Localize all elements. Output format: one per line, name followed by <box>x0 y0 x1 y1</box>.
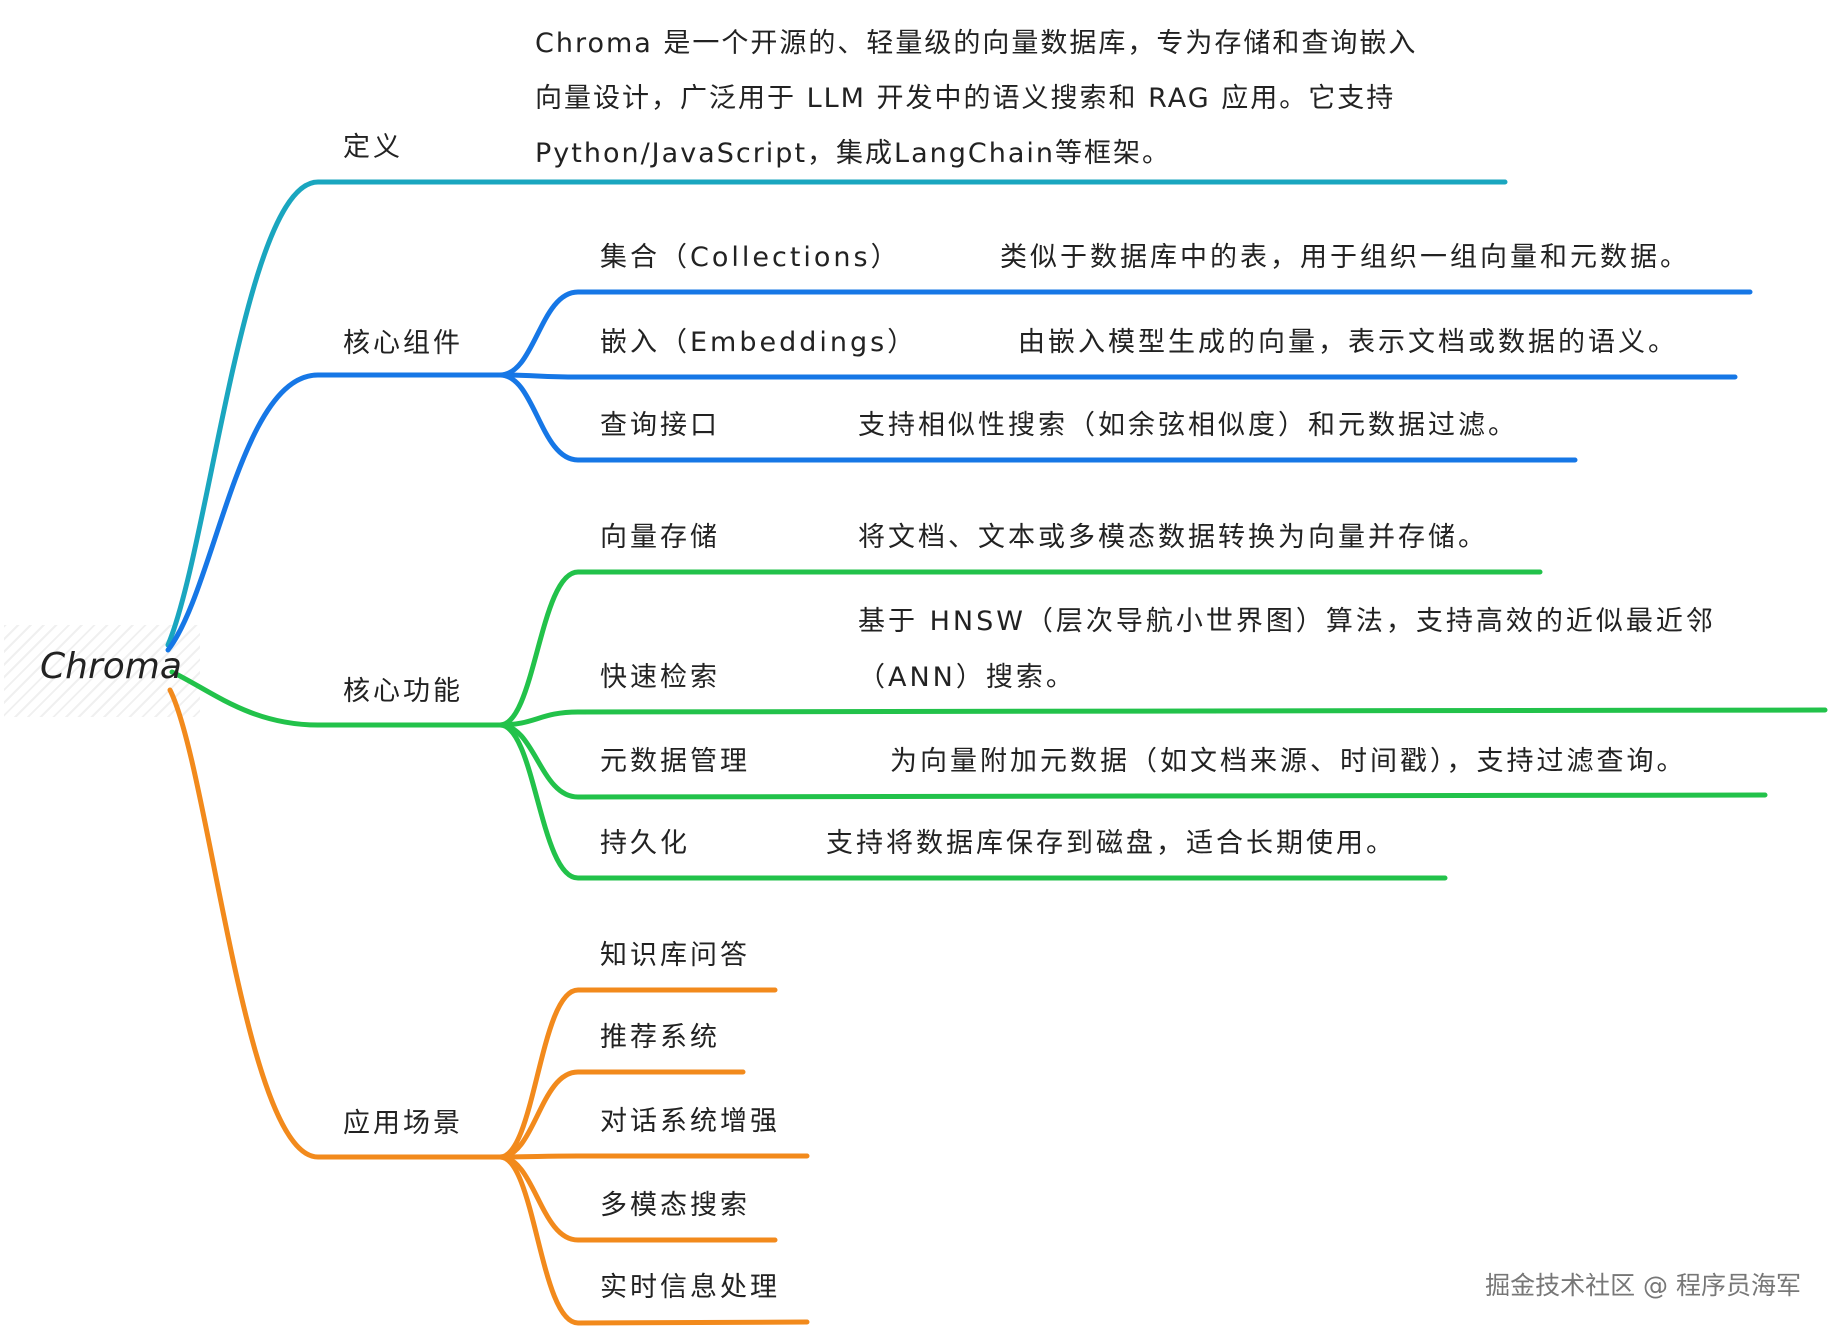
app-multimodal-label: 多模态搜索 <box>600 1190 750 1221</box>
connector-component-collections <box>497 289 1753 378</box>
function-persistence-label: 持久化 <box>600 828 690 859</box>
app-knowledge-qa-label: 知识库问答 <box>600 940 750 971</box>
function-retrieval-desc-line: 基于 HNSW（层次导航小世界图）算法，支持高效的近似最近邻 <box>858 606 1716 637</box>
watermark-text: 掘金技术社区 @ 程序员海军 <box>1485 1271 1801 1300</box>
function-metadata-desc: 为向量附加元数据（如文档来源、时间戳），支持过滤查询。 <box>890 746 1687 777</box>
connector-app-dialogue <box>497 1153 810 1160</box>
app-recommendation-label: 推荐系统 <box>600 1022 720 1053</box>
connector-root-core-components <box>165 372 503 653</box>
root-node-label: Chroma <box>40 646 182 687</box>
connector-app-recommendation <box>497 1069 746 1160</box>
branch-core-components-label: 核心组件 <box>343 328 463 359</box>
branch-applications-label: 应用场景 <box>343 1108 463 1139</box>
connector-root-core-functions <box>169 669 503 728</box>
definition-line: 向量设计，广泛用于 LLM 开发中的语义搜索和 RAG 应用。它支持 <box>535 83 1396 114</box>
function-metadata-label: 元数据管理 <box>600 746 750 777</box>
app-realtime-label: 实时信息处理 <box>600 1272 780 1303</box>
app-dialogue-label: 对话系统增强 <box>600 1106 780 1137</box>
connector-component-embeddings <box>497 372 1738 380</box>
definition-description: Chroma 是一个开源的、轻量级的向量数据库，专为存储和查询嵌入 向量设计，广… <box>535 16 1515 181</box>
connector-function-persistence <box>497 722 1448 881</box>
component-query-desc: 支持相似性搜索（如余弦相似度）和元数据过滤。 <box>858 410 1518 441</box>
connector-function-storage <box>497 569 1543 728</box>
connector-app-realtime <box>497 1154 810 1326</box>
connector-app-knowledge-qa <box>497 987 778 1160</box>
component-collections-desc: 类似于数据库中的表，用于组织一组向量和元数据。 <box>1000 242 1690 273</box>
component-collections-label: 集合（Collections） <box>600 242 901 273</box>
function-storage-desc: 将文档、文本或多模态数据转换为向量并存储。 <box>858 522 1488 553</box>
connector-function-retrieval <box>497 707 1828 728</box>
function-storage-label: 向量存储 <box>600 522 720 553</box>
branch-definition-label: 定义 <box>343 132 403 163</box>
component-embeddings-desc: 由嵌入模型生成的向量，表示文档或数据的语义。 <box>1018 327 1678 358</box>
function-retrieval-desc-line: （ANN）搜索。 <box>858 662 1076 693</box>
function-retrieval-label: 快速检索 <box>600 662 720 693</box>
definition-line: Python/JavaScript，集成LangChain等框架。 <box>535 138 1171 169</box>
component-embeddings-label: 嵌入（Embeddings） <box>600 327 918 358</box>
connector-component-query <box>497 372 1578 463</box>
connector-root-definition <box>165 179 1508 648</box>
connector-root-applications <box>167 687 503 1160</box>
branch-core-functions-label: 核心功能 <box>343 676 463 707</box>
function-persistence-desc: 支持将数据库保存到磁盘，适合长期使用。 <box>826 828 1396 859</box>
component-query-label: 查询接口 <box>600 410 720 441</box>
definition-line: Chroma 是一个开源的、轻量级的向量数据库，专为存储和查询嵌入 <box>535 28 1418 59</box>
